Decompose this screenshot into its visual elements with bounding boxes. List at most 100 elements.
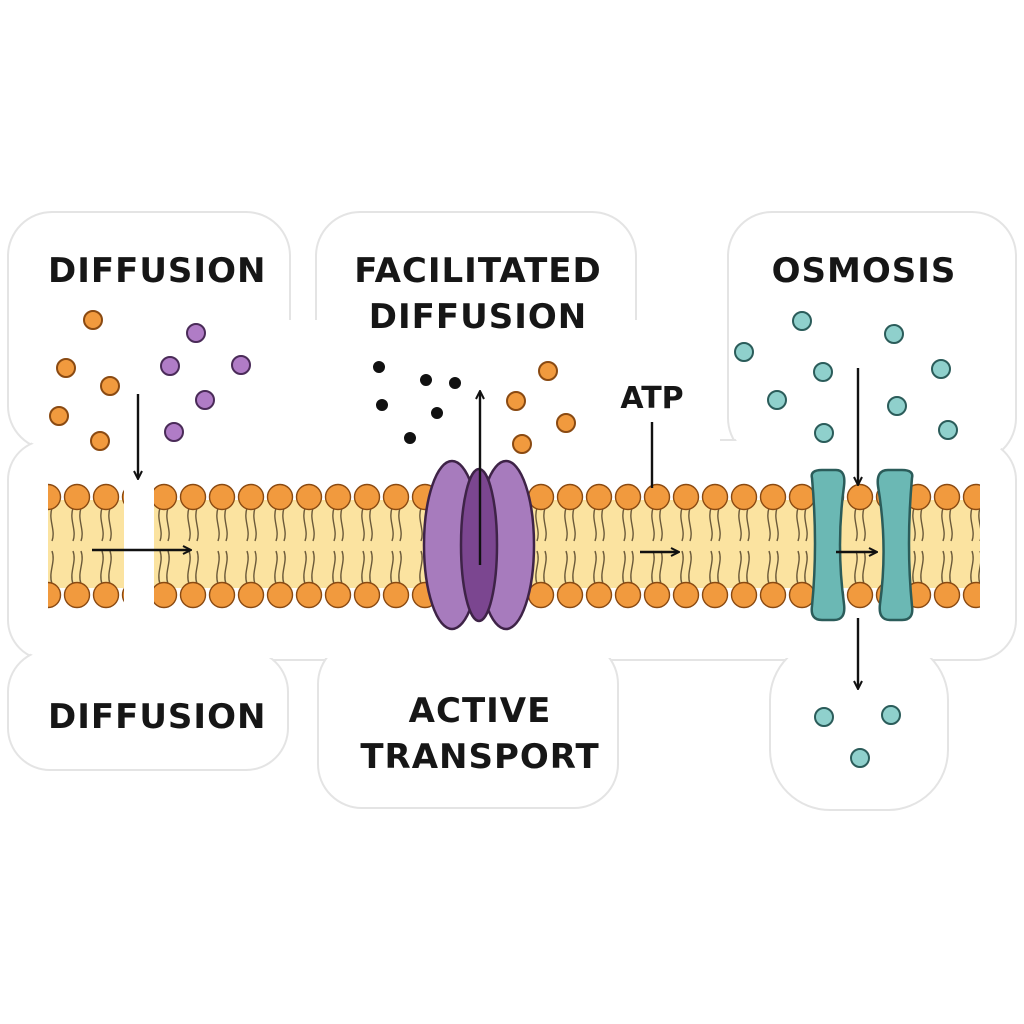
phospholipid-head — [730, 581, 758, 609]
phospholipid-tail — [978, 551, 980, 585]
phospholipid-tail — [941, 507, 945, 542]
phospholipid-head — [237, 581, 265, 609]
phospholipid-tail — [767, 507, 771, 542]
phospholipid-tail — [543, 507, 547, 542]
phospholipid-tail — [651, 550, 655, 585]
phospholipid-head — [208, 581, 236, 609]
phospholipid-tail — [369, 550, 373, 585]
phospholipid-head — [556, 581, 584, 609]
phospholipid-tail — [862, 507, 866, 542]
phospholipid-tail — [158, 507, 162, 542]
phospholipid-tail — [796, 507, 800, 542]
phospholipid-tail — [949, 550, 953, 585]
orange-particle — [556, 413, 576, 433]
phospholipid-tail — [912, 550, 916, 585]
phospholipid-tail — [941, 550, 945, 585]
phospholipid-tail — [274, 550, 278, 585]
phospholipid-head — [643, 483, 671, 511]
solute-particles — [49, 310, 958, 768]
phospholipid-head — [846, 581, 874, 609]
black-particle — [449, 377, 461, 389]
phospholipid-tail — [717, 507, 721, 542]
black-particle — [373, 361, 385, 373]
arrow-icon — [92, 368, 876, 688]
phospholipid-tail — [912, 507, 916, 542]
orange-particle — [538, 361, 558, 381]
phospholipid-head — [701, 581, 729, 609]
phospholipid-tail — [166, 550, 170, 585]
purple-particle — [195, 390, 215, 410]
phospholipid-head — [48, 483, 62, 511]
label-active-line1: ACTIVE — [409, 691, 552, 731]
phospholipid-tail — [746, 550, 750, 585]
black-particle — [420, 374, 432, 386]
phospholipid-head — [63, 581, 91, 609]
phospholipid-tail — [108, 550, 112, 585]
label-active-line2: TRANSPORT — [360, 737, 599, 777]
teal-particle — [734, 342, 754, 362]
phospholipid-tail — [361, 550, 365, 585]
phospholipid-head — [788, 483, 816, 511]
phospholipid-tail — [572, 550, 576, 585]
teal-particle — [767, 390, 787, 410]
phospholipid-tail — [601, 507, 605, 542]
phospholipid-tail — [630, 507, 634, 542]
orange-particle — [83, 310, 103, 330]
phospholipid-head — [962, 581, 980, 609]
black-particle — [376, 399, 388, 411]
phospholipid-tail — [775, 507, 779, 542]
phospholipid-head — [846, 483, 874, 511]
phospholipid-tail — [390, 550, 394, 585]
phospholipid-tail — [71, 550, 75, 585]
phospholipid-tail — [535, 507, 539, 542]
phospholipid-tail — [688, 507, 692, 542]
phospholipid-head — [150, 581, 178, 609]
teal-particle — [792, 311, 812, 331]
purple-particle — [186, 323, 206, 343]
orange-particle — [49, 406, 69, 426]
orange-particle — [90, 431, 110, 451]
phospholipid-tail — [622, 550, 626, 585]
phospholipid-tail — [717, 550, 721, 585]
phospholipid-tail — [398, 507, 402, 542]
phospholipid-tail — [564, 507, 568, 542]
phospholipid-head — [701, 483, 729, 511]
phospholipid-tail — [303, 550, 307, 585]
phospholipid-tail — [920, 550, 924, 585]
phospholipid-tail — [311, 550, 315, 585]
phospholipid-tail — [949, 507, 953, 542]
phospholipid-head — [730, 483, 758, 511]
phospholipid-tail — [195, 550, 199, 585]
phospholipid-tail — [978, 507, 980, 541]
phospholipid-tail — [195, 507, 199, 542]
phospholipid-head — [266, 483, 294, 511]
phospholipid-head — [788, 581, 816, 609]
phospholipid-head — [324, 483, 352, 511]
phospholipid-head — [92, 581, 120, 609]
phospholipid-tail — [340, 507, 344, 542]
orange-particle — [100, 376, 120, 396]
phospholipid-head — [614, 483, 642, 511]
orange-particle — [56, 358, 76, 378]
phospholipid-head — [933, 483, 961, 511]
phospholipid-tail — [572, 507, 576, 542]
teal-particle — [850, 748, 870, 768]
phospholipid-head — [382, 483, 410, 511]
phospholipid-tail — [50, 507, 54, 542]
phospholipid-head — [150, 483, 178, 511]
phospholipid-tail — [50, 550, 54, 585]
phospholipid-tail — [804, 507, 808, 542]
phospholipid-head — [933, 581, 961, 609]
label-diffusion-top: DIFFUSION — [48, 251, 266, 291]
phospholipid-tail — [253, 507, 257, 542]
membrane-gap — [124, 474, 154, 614]
phospholipid-tail — [216, 550, 220, 585]
phospholipid-head — [614, 581, 642, 609]
phospholipid-tail — [709, 507, 713, 542]
phospholipid-head — [353, 483, 381, 511]
phospholipid-tail — [630, 550, 634, 585]
phospholipid-tail — [746, 507, 750, 542]
label-facilitated-line2: DIFFUSION — [369, 297, 587, 337]
phospholipid-head — [237, 483, 265, 511]
purple-particle — [231, 355, 251, 375]
